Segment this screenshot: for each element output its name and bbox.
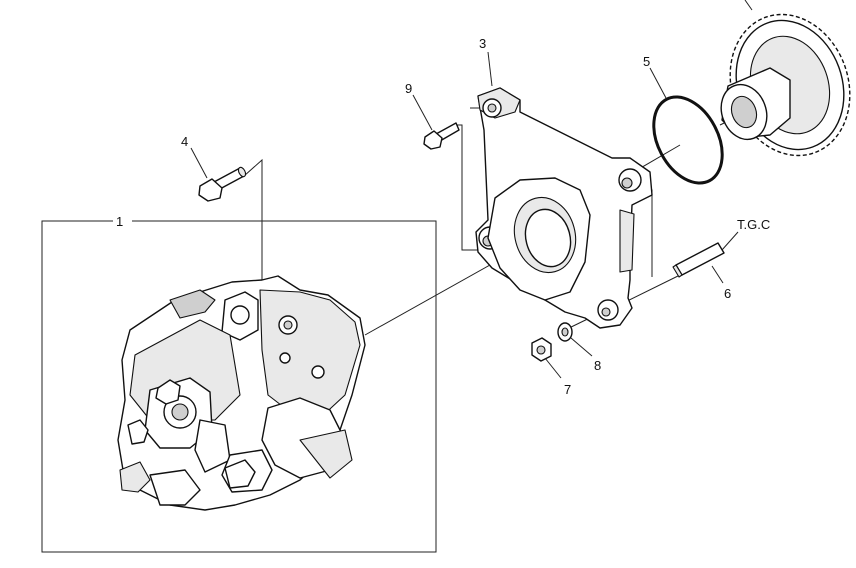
bolt-9 [423, 122, 460, 150]
o-ring-5 [652, 95, 724, 185]
washer-8 [557, 322, 573, 342]
callout-3: 3 [479, 36, 486, 51]
callout-tgc: T.G.C [737, 217, 770, 232]
pump-group-box [41, 220, 437, 553]
callout-9: 9 [405, 81, 412, 96]
high-pressure-pump [117, 275, 366, 511]
stud-6 [672, 242, 725, 278]
callout-7: 7 [564, 382, 571, 397]
callout-6: 6 [724, 286, 731, 301]
callout-1: 1 [116, 214, 123, 229]
mounting-flange [475, 87, 653, 329]
callout-leaders [190, 51, 724, 379]
callout-5: 5 [643, 54, 650, 69]
bolt-4 [198, 166, 247, 202]
callout-8: 8 [594, 358, 601, 373]
callout-4: 4 [181, 134, 188, 149]
drive-gear [720, 0, 851, 157]
nut-7 [531, 337, 552, 362]
